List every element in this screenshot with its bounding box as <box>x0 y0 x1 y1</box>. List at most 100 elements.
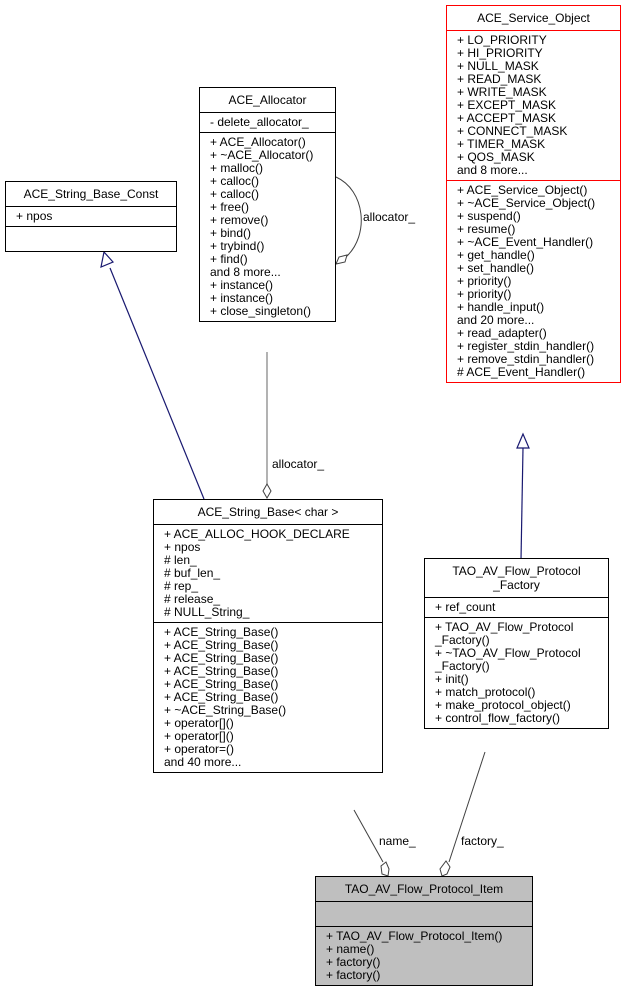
member-row: + ACE_ALLOC_HOOK_DECLARE <box>164 527 350 541</box>
member-row: + TAO_AV_Flow_Protocol <box>435 620 574 634</box>
member-row: + ACE_String_Base() <box>164 664 279 678</box>
edge-label-allocator-self: allocator_ <box>363 210 416 224</box>
member-row: # ACE_Event_Handler() <box>457 365 586 379</box>
member-row: + READ_MASK <box>457 72 542 86</box>
inheritance-arrowhead <box>516 432 530 449</box>
member-row: + ACCEPT_MASK <box>457 111 557 125</box>
member-row: + ACE_String_Base() <box>164 638 279 652</box>
member-row: _Factory() <box>435 659 490 673</box>
class-tao-av-flow-protocol-factory[interactable]: TAO_AV_Flow_Protocol _Factory + ref_coun… <box>424 558 609 729</box>
member-row: + trybind() <box>210 239 265 253</box>
member-row: + ACE_Allocator() <box>210 135 306 149</box>
edge-name <box>353 809 384 863</box>
class-title: ACE_String_Base< char > <box>154 500 382 525</box>
member-row: + EXCEPT_MASK <box>457 98 557 112</box>
member-row: and 20 more... <box>457 313 535 327</box>
member-row: + calloc() <box>210 187 260 201</box>
member-row: + ACE_Service_Object() <box>457 183 588 197</box>
member-row: + name() <box>326 942 375 956</box>
class-title: ACE_String_Base_Const <box>6 182 176 207</box>
aggregation-diamond <box>262 482 272 500</box>
member-row: + resume() <box>457 222 516 236</box>
edge-label-allocator: allocator_ <box>272 457 325 471</box>
member-row: + ~ACE_Service_Object() <box>457 196 596 210</box>
member-row: + LO_PRIORITY <box>457 33 547 47</box>
member-row: + suspend() <box>457 209 521 223</box>
member-row: + read_adapter() <box>457 326 547 340</box>
member-row: + priority() <box>457 274 512 288</box>
member-row: + init() <box>435 672 469 686</box>
member-row: + factory() <box>326 968 381 982</box>
methods-section: + TAO_AV_Flow_Protocol_Item()+ name()+ f… <box>316 927 532 985</box>
class-ace-string-base-const[interactable]: ACE_String_Base_Const + npos <box>5 181 177 252</box>
attributes-section: - delete_allocator_ <box>200 113 335 133</box>
member-row: + WRITE_MASK <box>457 85 547 99</box>
methods-section <box>6 227 176 251</box>
member-row: + control_flow_factory() <box>435 711 561 725</box>
inheritance-arrowhead <box>100 250 115 268</box>
member-row: + ~TAO_AV_Flow_Protocol <box>435 646 581 660</box>
aggregation-diamond <box>439 860 451 877</box>
class-ace-service-object[interactable]: ACE_Service_Object + LO_PRIORITY+ HI_PRI… <box>446 5 621 383</box>
member-row: + instance() <box>210 291 274 305</box>
class-title: TAO_AV_Flow_Protocol _Factory <box>425 559 608 598</box>
member-row: + npos <box>16 209 53 223</box>
member-row: + handle_input() <box>457 300 545 314</box>
methods-section: + ACE_String_Base()+ ACE_String_Base()+ … <box>154 623 382 772</box>
member-row: + ~ACE_String_Base() <box>164 703 287 717</box>
member-row: + TIMER_MASK <box>457 137 546 151</box>
member-row: + remove() <box>210 213 269 227</box>
attributes-section: + ACE_ALLOC_HOOK_DECLARE+ npos# len_# bu… <box>154 525 382 623</box>
member-row: + operator[]() <box>164 716 234 730</box>
edge-inherit-string-base-const <box>109 267 205 500</box>
member-row: + priority() <box>457 287 512 301</box>
member-row: + TAO_AV_Flow_Protocol_Item() <box>326 929 503 943</box>
methods-section: + TAO_AV_Flow_Protocol_Factory()+ ~TAO_A… <box>425 618 608 728</box>
member-row: + factory() <box>326 955 381 969</box>
member-row: + instance() <box>210 278 274 292</box>
member-row: + remove_stdin_handler() <box>457 352 595 366</box>
class-title: ACE_Service_Object <box>447 6 620 31</box>
member-row: + malloc() <box>210 161 264 175</box>
member-row: + ~ACE_Event_Handler() <box>457 235 594 249</box>
member-row: + get_handle() <box>457 248 535 262</box>
member-row: # rep_ <box>164 579 199 593</box>
member-row: + operator=() <box>164 742 235 756</box>
member-row: + QOS_MASK <box>457 150 535 164</box>
edge-label-name: name_ <box>379 834 416 848</box>
member-row: + close_singleton() <box>210 304 312 318</box>
member-row: - delete_allocator_ <box>210 115 309 129</box>
class-tao-av-flow-protocol-item[interactable]: TAO_AV_Flow_Protocol_Item + TAO_AV_Flow_… <box>315 876 533 986</box>
member-row: + find() <box>210 252 248 266</box>
member-row: # NULL_String_ <box>164 605 250 619</box>
attributes-section: + ref_count <box>425 598 608 618</box>
edge-allocator-self <box>335 176 362 258</box>
member-row: + bind() <box>210 226 252 240</box>
class-ace-allocator[interactable]: ACE_Allocator - delete_allocator_ + ACE_… <box>199 87 336 322</box>
member-row: # release_ <box>164 592 221 606</box>
member-row: + free() <box>210 200 250 214</box>
member-row: + ACE_String_Base() <box>164 690 279 704</box>
member-row: + HI_PRIORITY <box>457 46 543 60</box>
member-row: + ACE_String_Base() <box>164 677 279 691</box>
methods-section: + ACE_Allocator()+ ~ACE_Allocator()+ mal… <box>200 133 335 321</box>
attributes-section <box>316 902 532 927</box>
methods-section: + ACE_Service_Object()+ ~ACE_Service_Obj… <box>447 181 620 382</box>
aggregation-diamond <box>380 861 390 877</box>
member-row: + NULL_MASK <box>457 59 539 73</box>
member-row: + ACE_String_Base() <box>164 625 279 639</box>
class-ace-string-base-char[interactable]: ACE_String_Base< char > + ACE_ALLOC_HOOK… <box>153 499 383 773</box>
member-row: # buf_len_ <box>164 566 221 580</box>
edge-label-factory: factory_ <box>461 834 504 848</box>
member-row: + calloc() <box>210 174 260 188</box>
edge-inherit-service-object <box>520 447 524 561</box>
member-row: _Factory() <box>435 633 490 647</box>
member-row: and 8 more... <box>457 163 528 177</box>
member-row: + make_protocol_object() <box>435 698 571 712</box>
member-row: + npos <box>164 540 201 554</box>
member-row: and 40 more... <box>164 755 242 769</box>
member-row: + ACE_String_Base() <box>164 651 279 665</box>
member-row: + ref_count <box>435 600 496 614</box>
class-title: ACE_Allocator <box>200 88 335 113</box>
